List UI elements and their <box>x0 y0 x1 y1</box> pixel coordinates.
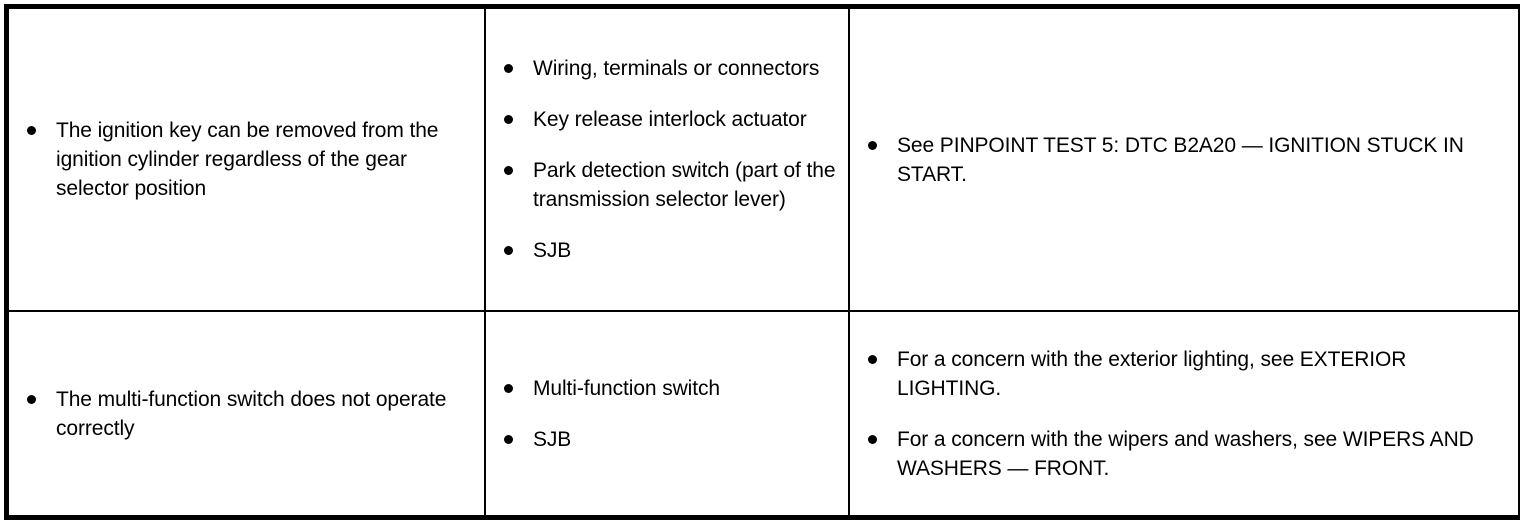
bullet-icon <box>504 383 513 393</box>
bullet-icon <box>504 434 513 444</box>
bullet-icon <box>504 64 513 74</box>
symptom-chart-table: The ignition key can be removed from the… <box>4 4 1520 520</box>
list-item-text: Wiring, terminals or connectors <box>533 57 820 81</box>
list-item-text: SJB <box>533 239 572 263</box>
actions-list-row1: See PINPOINT TEST 5: DTC B2A20 — IGNITIO… <box>864 131 1508 189</box>
bullet-icon <box>868 354 877 364</box>
list-item-text: Key release interlock actuator <box>533 108 807 132</box>
list-item: SJB <box>500 425 838 454</box>
actions-cell-row1: See PINPOINT TEST 5: DTC B2A20 — IGNITIO… <box>848 5 1520 313</box>
list-item-text: See PINPOINT TEST 5: DTC B2A20 — IGNITIO… <box>897 133 1464 186</box>
list-item-text: The ignition key can be removed from the… <box>56 119 439 201</box>
symptom-cell-row2: The multi-function switch does not opera… <box>5 310 486 519</box>
list-item: Park detection switch (part of the trans… <box>500 156 838 214</box>
possible-sources-list-row1: Wiring, terminals or connectors Key rele… <box>500 54 838 265</box>
table-row: The multi-function switch does not opera… <box>5 310 1520 519</box>
list-item: Wiring, terminals or connectors <box>500 54 838 83</box>
bullet-icon <box>27 394 36 404</box>
bullet-icon <box>504 246 513 256</box>
possible-sources-list-row2: Multi-function switch SJB <box>500 374 838 454</box>
actions-cell-row2: For a concern with the exterior lighting… <box>848 310 1520 519</box>
list-item: The ignition key can be removed from the… <box>23 116 474 203</box>
list-item-text: For a concern with the exterior lighting… <box>897 347 1407 400</box>
possible-sources-cell-row2: Multi-function switch SJB <box>484 310 850 519</box>
list-item: See PINPOINT TEST 5: DTC B2A20 — IGNITIO… <box>864 131 1508 189</box>
list-item-text: Multi-function switch <box>533 376 720 400</box>
list-item-text: SJB <box>533 427 572 451</box>
list-item: Key release interlock actuator <box>500 105 838 134</box>
bullet-icon <box>868 140 877 150</box>
bullet-icon <box>868 434 877 444</box>
actions-list-row2: For a concern with the exterior lighting… <box>864 345 1508 483</box>
list-item: For a concern with the exterior lighting… <box>864 345 1508 403</box>
list-item-text: The multi-function switch does not opera… <box>56 387 447 440</box>
symptom-cell-row1: The ignition key can be removed from the… <box>5 5 486 313</box>
list-item: The multi-function switch does not opera… <box>23 385 474 443</box>
list-item-text: For a concern with the wipers and washer… <box>897 427 1474 480</box>
list-item: For a concern with the wipers and washer… <box>864 425 1508 483</box>
bullet-icon <box>504 115 513 125</box>
possible-sources-cell-row1: Wiring, terminals or connectors Key rele… <box>484 5 850 313</box>
list-item-text: Park detection switch (part of the trans… <box>533 159 836 212</box>
bullet-icon <box>27 126 36 136</box>
bullet-icon <box>504 166 513 176</box>
symptom-list-row1: The ignition key can be removed from the… <box>23 116 474 203</box>
symptom-list-row2: The multi-function switch does not opera… <box>23 385 474 443</box>
list-item: Multi-function switch <box>500 374 838 403</box>
list-item: SJB <box>500 236 838 265</box>
table-row: The ignition key can be removed from the… <box>5 5 1520 313</box>
